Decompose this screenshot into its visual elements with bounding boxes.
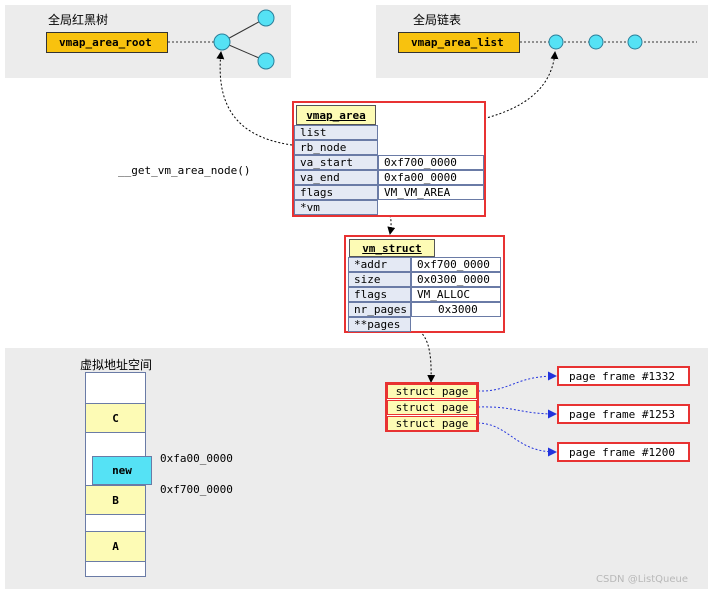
vas-block-c[interactable]: C <box>85 403 146 433</box>
vas-block-b[interactable]: B <box>85 485 146 515</box>
watermark-text: CSDN @ListQueue <box>596 574 689 585</box>
vm-struct-field: flags <box>348 287 411 302</box>
vm-struct-field: **pages <box>348 317 411 332</box>
vmap-area-list-box[interactable]: vmap_area_list <box>398 32 520 53</box>
struct-page-item: struct page <box>387 400 477 415</box>
list-panel-title: 全局链表 <box>413 13 462 27</box>
rbtree-node-icon <box>257 52 275 70</box>
vm-struct-row: nr_pages 0x3000 <box>348 302 501 317</box>
vmap-area-row: va_start 0xf700_0000 <box>294 155 484 170</box>
vm-struct-field: size <box>348 272 411 287</box>
vm-struct-value: 0xf700_0000 <box>411 257 501 272</box>
vmap-area-field: list <box>294 125 378 140</box>
vas-panel-title: 虚拟地址空间 <box>80 358 153 372</box>
function-label: __get_vm_area_node() <box>118 164 251 177</box>
list-node-icon <box>548 34 564 50</box>
vmap-area-struct: vmap_area list rb_node va_start 0xf700_0… <box>292 101 486 217</box>
vm-struct-value: 0x0300_0000 <box>411 272 501 287</box>
vmap-area-row: va_end 0xfa00_0000 <box>294 170 484 185</box>
vm-struct-row: **pages <box>348 317 411 332</box>
rbtree-node-icon <box>257 9 275 27</box>
vmap-area-value: VM_VM_AREA <box>378 185 484 200</box>
vmap-area-field: flags <box>294 185 378 200</box>
addr-start-label: 0xf700_0000 <box>160 483 233 496</box>
vmap-area-row: rb_node <box>294 140 378 155</box>
page-frame-box: page frame #1200 <box>557 442 690 462</box>
struct-page-item: struct page <box>387 416 477 431</box>
struct-page-item: struct page <box>387 384 477 399</box>
vm-struct-row: *addr 0xf700_0000 <box>348 257 501 272</box>
vm-struct-value: 0x3000 <box>411 302 501 317</box>
vm-struct-field: *addr <box>348 257 411 272</box>
vmap-area-row: *vm <box>294 200 378 215</box>
vm-struct-row: size 0x0300_0000 <box>348 272 501 287</box>
vmap-area-root-box[interactable]: vmap_area_root <box>46 32 168 53</box>
addr-end-label: 0xfa00_0000 <box>160 452 233 465</box>
page-to-frame-arrow-2 <box>477 406 557 419</box>
page-to-frame-arrow-3 <box>477 422 557 457</box>
vas-block-new[interactable]: new <box>92 456 152 485</box>
list-node-icon <box>588 34 604 50</box>
page-frame-box: page frame #1332 <box>557 366 690 386</box>
pages-pointer-arrow <box>408 325 436 383</box>
vm-struct-name: vm_struct <box>349 239 435 257</box>
page-frame-box: page frame #1253 <box>557 404 690 424</box>
vm-struct-row: flags VM_ALLOC <box>348 287 501 302</box>
vm-struct-field: nr_pages <box>348 302 411 317</box>
vmap-area-field: va_start <box>294 155 378 170</box>
vas-block-a[interactable]: A <box>85 531 146 562</box>
vm-struct-value: VM_ALLOC <box>411 287 501 302</box>
vmap-area-value: 0xfa00_0000 <box>378 170 484 185</box>
vmap-area-field: *vm <box>294 200 378 215</box>
vmap-area-value: 0xf700_0000 <box>378 155 484 170</box>
list-node-icon <box>627 34 643 50</box>
page-to-frame-arrow-1 <box>477 371 557 392</box>
rbtree-node-icon <box>213 33 231 51</box>
vm-struct: vm_struct *addr 0xf700_0000 size 0x0300_… <box>344 235 505 333</box>
rbtree-panel-title: 全局红黑树 <box>48 13 109 27</box>
vmap-area-struct-name: vmap_area <box>296 105 376 125</box>
vmap-area-field: rb_node <box>294 140 378 155</box>
vmap-area-row: list <box>294 125 378 140</box>
vmap-area-row: flags VM_VM_AREA <box>294 185 484 200</box>
vmap-area-field: va_end <box>294 170 378 185</box>
